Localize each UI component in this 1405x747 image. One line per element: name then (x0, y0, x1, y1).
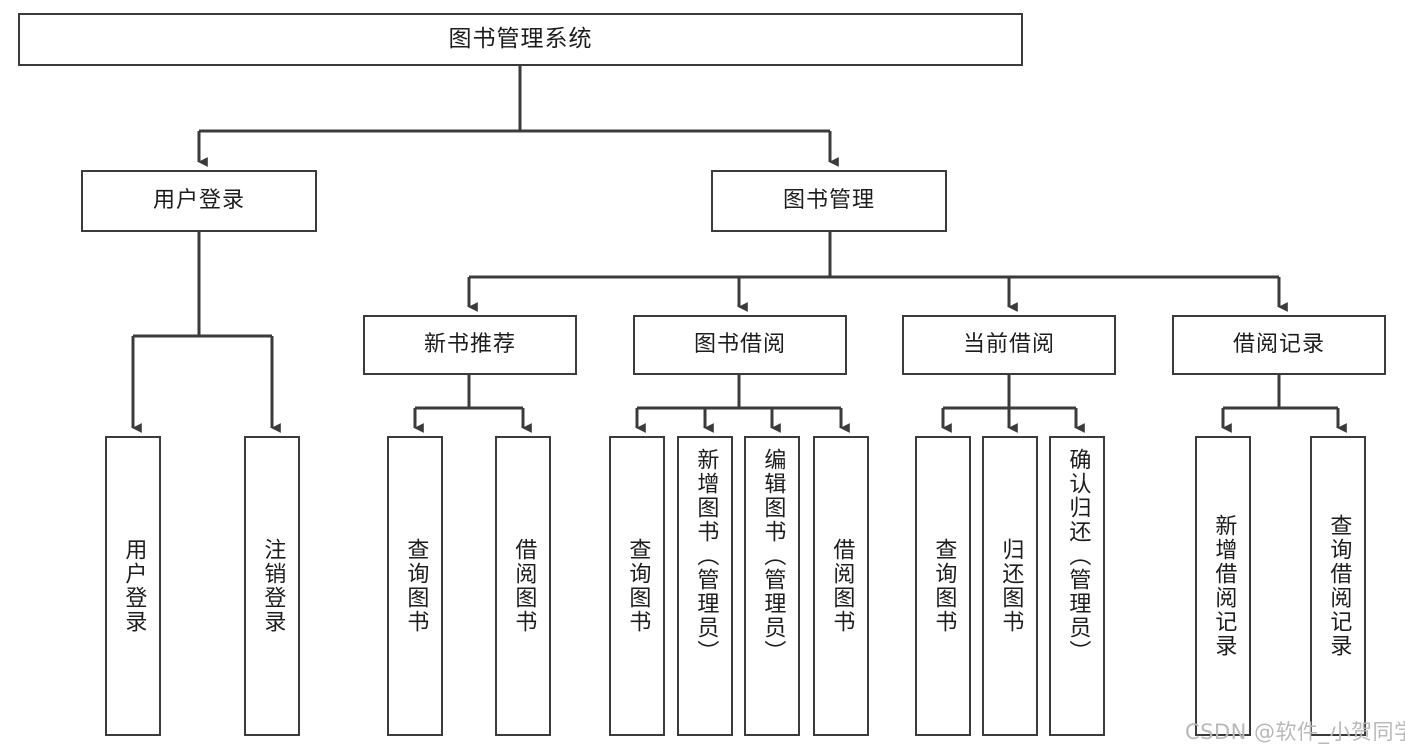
leaf-recommend-query-book[interactable]: 查询图书 (387, 436, 443, 736)
node-label: 新书推荐 (423, 331, 516, 357)
leaf-current-query-book[interactable]: 查询图书 (915, 436, 971, 736)
leaf-user-login-logout[interactable]: 注销登录 (244, 436, 300, 736)
node-root-system[interactable]: 图书管理系统 (18, 13, 1023, 66)
node-book-management[interactable]: 图书管理 (711, 170, 947, 232)
leaf-borrow-edit-book-admin[interactable]: 编辑图书（管理员） (744, 436, 800, 736)
node-label: 编辑图书（管理员） (760, 448, 786, 664)
node-label: 用户登录 (121, 538, 147, 634)
node-borrow-records[interactable]: 借阅记录 (1172, 315, 1386, 375)
node-label: 用户登录 (152, 187, 245, 213)
node-label: 借阅图书 (511, 538, 537, 634)
leaf-borrow-borrow-book[interactable]: 借阅图书 (813, 436, 869, 736)
node-label: 确认归还（管理员） (1065, 448, 1091, 664)
node-label: 图书管理 (782, 187, 875, 213)
node-label: 查询图书 (403, 538, 429, 634)
leaf-recommend-borrow-book[interactable]: 借阅图书 (495, 436, 551, 736)
node-label: 借阅记录 (1232, 331, 1325, 357)
leaf-current-confirm-return-admin[interactable]: 确认归还（管理员） (1049, 436, 1105, 736)
node-label: 归还图书 (998, 538, 1024, 634)
node-label: 新增借阅记录 (1211, 514, 1237, 658)
leaf-user-login-login[interactable]: 用户登录 (105, 436, 161, 736)
node-label: 图书借阅 (693, 331, 786, 357)
node-label: 图书管理系统 (448, 25, 593, 52)
node-new-book-recommend[interactable]: 新书推荐 (363, 315, 577, 375)
node-label: 新增图书（管理员） (693, 448, 719, 664)
node-label: 借阅图书 (829, 538, 855, 634)
node-label: 当前借阅 (962, 331, 1055, 357)
leaf-current-return-book[interactable]: 归还图书 (982, 436, 1038, 736)
leaf-borrow-add-book-admin[interactable]: 新增图书（管理员） (677, 436, 733, 736)
leaf-records-add-record[interactable]: 新增借阅记录 (1195, 436, 1251, 736)
node-book-borrow[interactable]: 图书借阅 (633, 315, 847, 375)
node-current-borrow[interactable]: 当前借阅 (902, 315, 1116, 375)
csdn-watermark: CSDN @软件_小贺同学 (1185, 720, 1405, 744)
node-label: 注销登录 (260, 538, 286, 634)
node-label: 查询借阅记录 (1326, 514, 1352, 658)
node-label: 查询图书 (931, 538, 957, 634)
node-user-login[interactable]: 用户登录 (81, 170, 317, 232)
leaf-borrow-query-book[interactable]: 查询图书 (609, 436, 665, 736)
leaf-records-query-record[interactable]: 查询借阅记录 (1310, 436, 1366, 736)
node-label: 查询图书 (625, 538, 651, 634)
